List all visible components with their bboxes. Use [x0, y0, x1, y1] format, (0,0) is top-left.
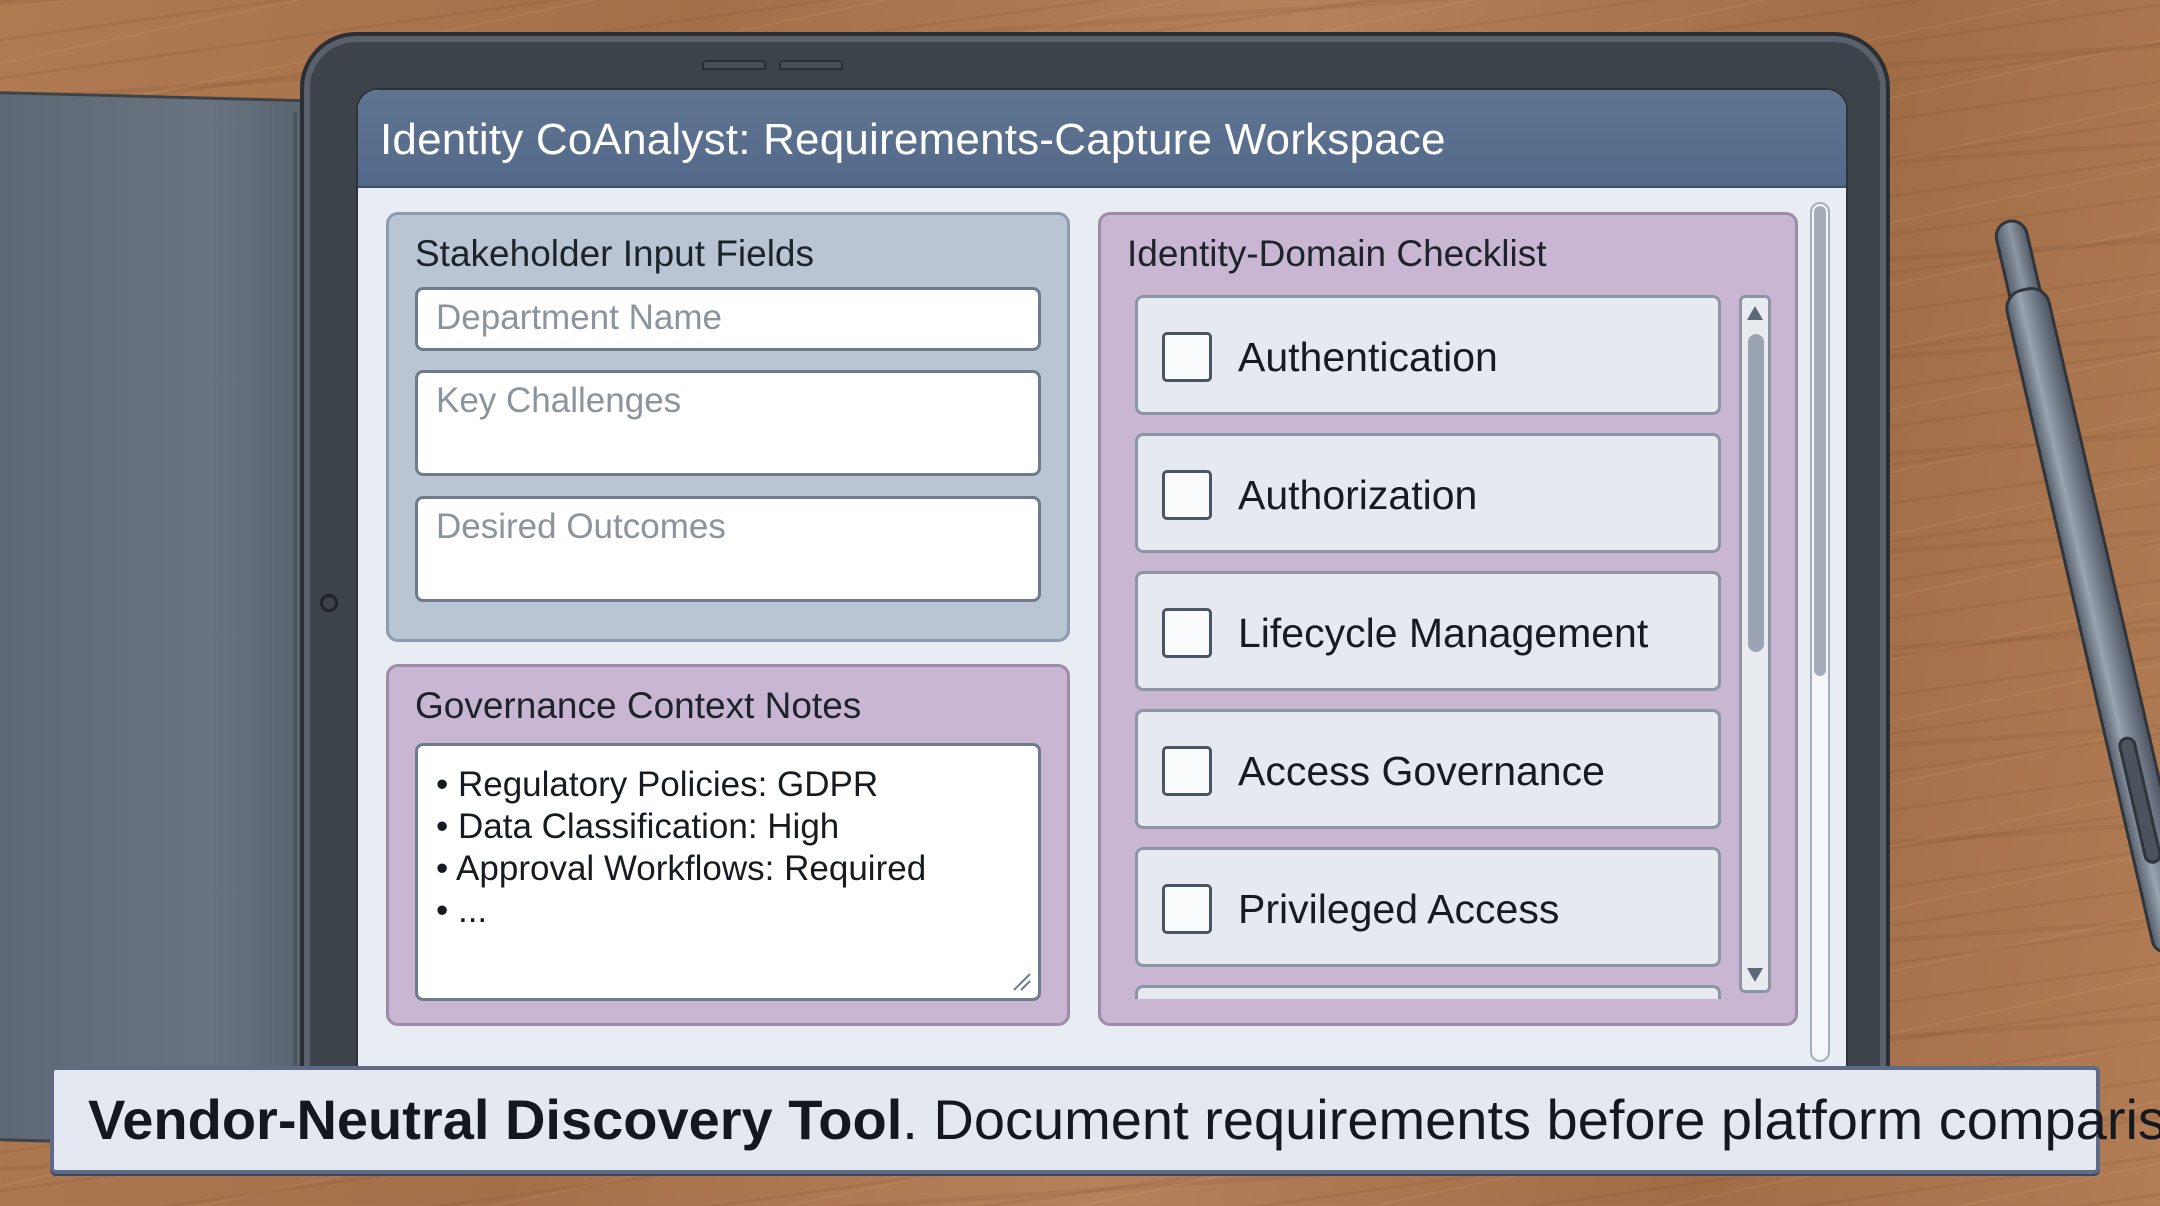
field-placeholder: Desired Outcomes — [436, 507, 726, 546]
app-screen: Identity CoAnalyst: Requirements-Capture… — [356, 88, 1848, 1088]
checklist-label: Access Governance — [1238, 748, 1605, 794]
checklist-item-privileged-access[interactable]: Privileged Access — [1135, 847, 1721, 967]
checklist-item-access-governance[interactable]: Access Governance — [1135, 709, 1721, 829]
checkbox[interactable] — [1162, 470, 1212, 520]
note-line: • Regulatory Policies: GDPR — [436, 765, 879, 804]
identity-checklist-panel: Identity-Domain Checklist Authentication… — [1098, 212, 1798, 1026]
governance-notes-panel: Governance Context Notes • Regulatory Po… — [386, 664, 1070, 1026]
window-title: Identity CoAnalyst: Requirements-Capture… — [380, 115, 1446, 164]
checklist-scrollbar[interactable] — [1739, 295, 1771, 993]
checklist-item-authorization[interactable]: Authorization — [1135, 433, 1721, 553]
checklist-item-authentication[interactable]: Authentication — [1135, 295, 1721, 415]
scrollbar-thumb[interactable] — [1814, 206, 1826, 676]
note-line: • Approval Workflows: Required — [436, 849, 927, 888]
note-line: • ... — [436, 891, 488, 930]
scrollbar-thumb[interactable] — [1748, 334, 1764, 652]
checklist-label: Lifecycle Management — [1238, 610, 1649, 656]
stakeholder-input-panel: Stakeholder Input Fields Department Name… — [386, 212, 1070, 642]
desired-outcomes-field[interactable]: Desired Outcomes — [415, 496, 1041, 602]
key-challenges-field[interactable]: Key Challenges — [415, 370, 1041, 476]
camera-icon — [320, 594, 338, 612]
tablet-button — [779, 60, 843, 70]
panel-title: Governance Context Notes — [415, 685, 862, 726]
tablet-button — [702, 60, 766, 70]
checklist-item-lifecycle-management[interactable]: Lifecycle Management — [1135, 571, 1721, 691]
resize-grip-icon[interactable] — [1010, 970, 1032, 992]
caption-text: . Document requirements before platform … — [902, 1088, 2160, 1151]
arrow-up-icon[interactable] — [1747, 306, 1763, 320]
governance-notes-textarea[interactable]: • Regulatory Policies: GDPR • Data Class… — [415, 743, 1041, 1001]
tablet-case-cover — [0, 90, 310, 1150]
checkbox[interactable] — [1162, 884, 1212, 934]
panel-title: Stakeholder Input Fields — [415, 233, 815, 274]
department-name-field[interactable]: Department Name — [415, 287, 1041, 351]
checklist-label: Authentication — [1238, 334, 1498, 380]
checkbox[interactable] — [1162, 332, 1212, 382]
field-placeholder: Key Challenges — [436, 381, 682, 420]
checkbox[interactable] — [1162, 608, 1212, 658]
arrow-down-icon[interactable] — [1747, 968, 1763, 982]
checklist-label: Authorization — [1238, 472, 1478, 518]
caption-bold: Vendor-Neutral Discovery Tool — [88, 1088, 903, 1151]
note-line: • Data Classification: High — [436, 807, 840, 846]
caption-banner: Vendor-Neutral Discovery Tool. Document … — [50, 1066, 2160, 1174]
screen-scrollbar[interactable] — [1810, 202, 1830, 1062]
checkbox[interactable] — [1162, 746, 1212, 796]
field-placeholder: Department Name — [436, 298, 722, 337]
checklist-label: Privileged Access — [1238, 886, 1560, 932]
panel-title: Identity-Domain Checklist — [1127, 233, 1547, 274]
title-bar: Identity CoAnalyst: Requirements-Capture… — [358, 90, 1846, 188]
checklist-item-partial[interactable] — [1135, 985, 1721, 999]
